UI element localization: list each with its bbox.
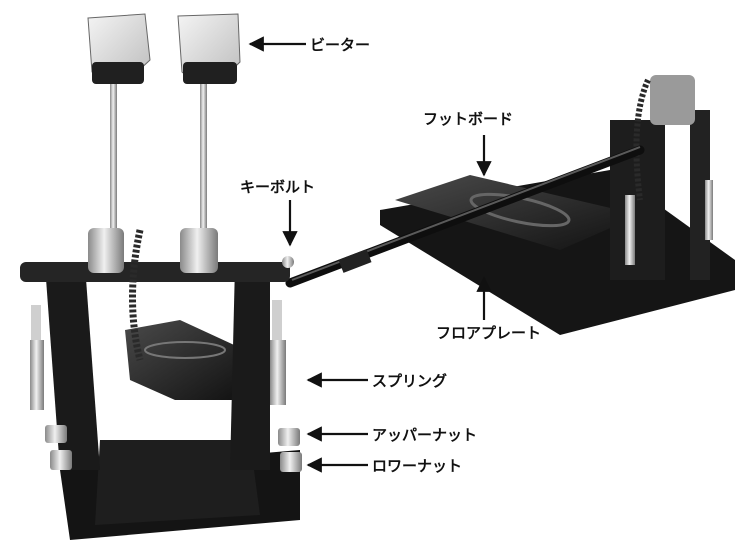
beater-shaft-right <box>200 80 207 230</box>
slave-cam <box>650 75 695 125</box>
axle <box>20 262 290 282</box>
lower-nut <box>280 452 302 472</box>
label-spring: スプリング <box>372 372 447 390</box>
label-upper-nut: アッパーナット <box>372 426 477 444</box>
main-footboard-logo <box>144 341 226 359</box>
left-lower-nut <box>50 450 72 470</box>
beater-base-right <box>183 62 237 84</box>
key-bolt <box>282 256 294 268</box>
slave-chain <box>633 78 651 201</box>
upper-nut <box>278 428 300 446</box>
left-spring <box>30 305 44 410</box>
beater-shaft-left <box>110 80 117 230</box>
heel-plate <box>95 440 260 525</box>
drive-shaft <box>285 145 645 288</box>
beater-base-left <box>92 62 144 84</box>
frame-right <box>230 265 270 470</box>
left-upper-nut <box>45 425 67 443</box>
beater-holder-right <box>180 228 218 273</box>
main-footboard <box>125 320 245 400</box>
main-pedal <box>20 13 302 540</box>
label-beater: ビーター <box>310 36 370 54</box>
callout-arrows <box>248 36 492 473</box>
label-footboard: フットボード <box>423 110 513 128</box>
right-spring <box>270 300 286 405</box>
label-floor-plate: フロアプレート <box>436 324 541 342</box>
slave-footboard <box>395 175 640 250</box>
beater-holder-left <box>88 228 124 273</box>
frame-left <box>45 265 100 470</box>
label-key-bolt: キーボルト <box>240 178 315 196</box>
main-chain <box>129 229 144 361</box>
slave-spring-right <box>705 180 713 240</box>
slave-spring <box>625 195 635 265</box>
label-lower-nut: ロワーナット <box>372 457 462 475</box>
